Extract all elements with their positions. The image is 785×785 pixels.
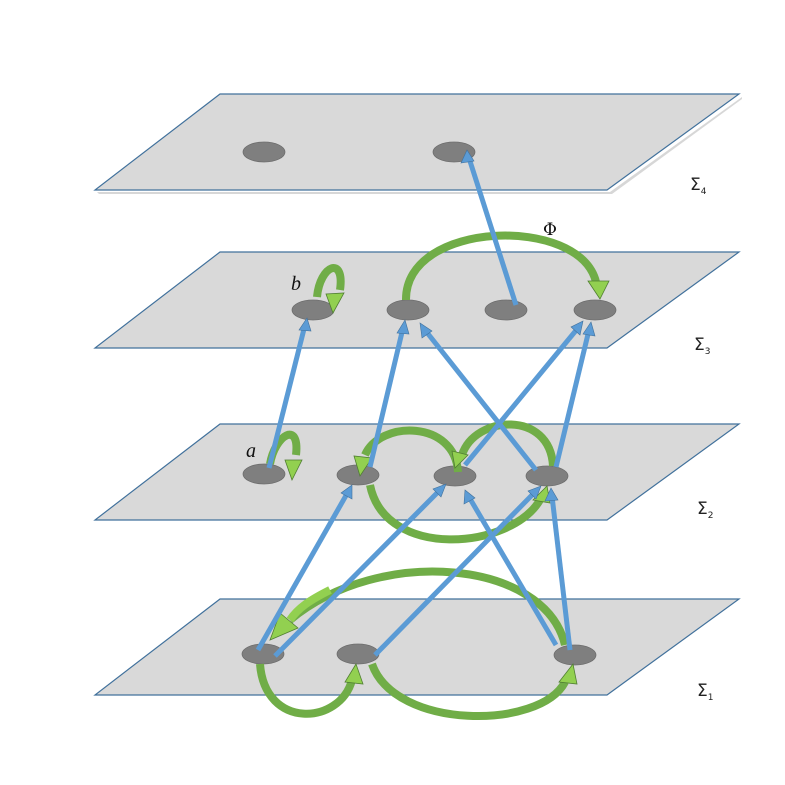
arc-s2n4-to-s2n3	[451, 420, 557, 469]
label-sigma3: Σ3	[694, 335, 710, 357]
arc-s1n2-to-s1n3	[368, 662, 578, 720]
arc-s1n1-to-s1n2	[256, 663, 364, 718]
node-s2n1	[242, 463, 286, 485]
node-s3n3	[484, 299, 528, 321]
label-b: b	[291, 273, 301, 295]
edge-s2n4-to-s3n4	[553, 329, 592, 468]
node-s1n3	[553, 644, 597, 666]
label-sigma4: Σ4	[690, 175, 707, 197]
edge-s1n3-to-s2n3	[466, 495, 559, 647]
self-loop-b	[313, 264, 345, 314]
edge-s2n2-to-s3n2	[367, 327, 406, 468]
node-s1n2	[336, 643, 380, 665]
edge-s1n1-to-s2n2	[255, 490, 351, 652]
label-sigma1: Σ1	[697, 681, 713, 703]
inter-layer-edges	[255, 149, 596, 658]
plane-sigma4	[93, 93, 741, 191]
layer-sigma1: Σ1	[93, 598, 741, 703]
label-a: a	[246, 440, 256, 462]
node-s3n4	[573, 299, 617, 321]
edge-s1n3-to-s2n4	[549, 495, 573, 651]
layer-sigma4: Σ4	[93, 93, 742, 197]
edge-s2n4-to-s3n2	[423, 328, 538, 472]
edge-s2n1-to-s3n1	[266, 324, 308, 469]
node-s3n2	[386, 299, 430, 321]
edge-s1n2-to-s2n4	[373, 490, 537, 657]
edge-s3n3-to-s4n2	[466, 157, 519, 306]
edge-s2n3-to-s3n4	[463, 326, 580, 467]
node-s3n1	[291, 299, 335, 321]
plane-sigma2	[93, 423, 741, 521]
edge-s1n1-to-s2n3	[273, 488, 442, 658]
label-phi: Φ	[543, 220, 557, 240]
layer-sigma2: Σ2	[93, 423, 741, 521]
label-sigma2: Σ2	[697, 499, 713, 521]
node-s4n1	[242, 141, 286, 163]
